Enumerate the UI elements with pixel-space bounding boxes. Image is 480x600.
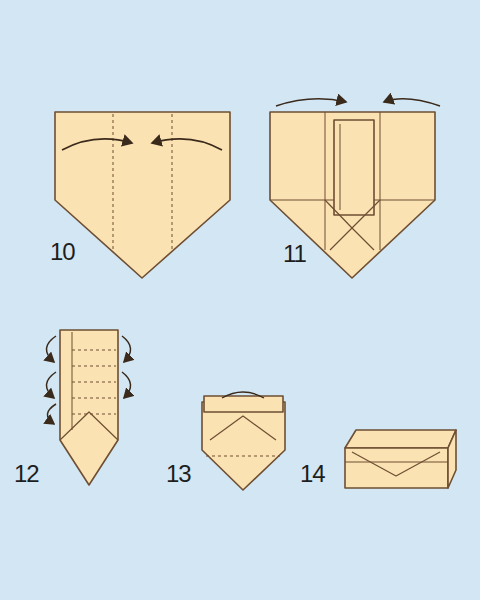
- step-10-figure: [55, 112, 230, 278]
- step-13-figure: [202, 392, 285, 490]
- step-14-figure: [345, 430, 456, 488]
- step-number: 12: [14, 462, 39, 486]
- step-number: 13: [166, 462, 191, 486]
- step-number: 10: [50, 240, 75, 264]
- step-number: 14: [300, 462, 325, 486]
- step-11-figure: [270, 99, 440, 278]
- step-number: 11: [283, 242, 306, 266]
- step-12-figure: [46, 330, 130, 485]
